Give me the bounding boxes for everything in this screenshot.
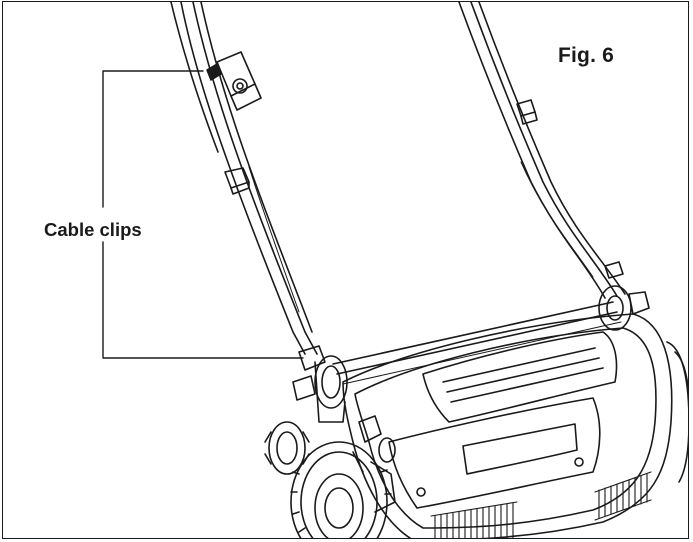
left-handlebar [170,2,318,355]
left-handle-joint [292,345,348,423]
figure-label: Fig. 6 [558,44,615,67]
callout-bracket [102,70,304,359]
right-handle-clip-upper [516,99,538,125]
right-handle-clip-lower [604,261,624,279]
machine-housing [342,313,673,538]
right-handle-joint [598,285,650,331]
right-side-wheel [666,341,688,483]
cable-plug [206,51,262,111]
vent-grille-right [594,471,652,521]
left-wheel [290,441,392,538]
cable-clips-label: Cable clips [41,219,145,241]
scarifier-illustration [102,2,688,538]
vent-grille-left [430,501,518,538]
right-handlebar [458,2,626,299]
rear-cross-bar [332,301,622,385]
height-adjust-knob [264,421,310,475]
motor-side-details [352,415,396,513]
cable-clip-upper [224,167,250,195]
